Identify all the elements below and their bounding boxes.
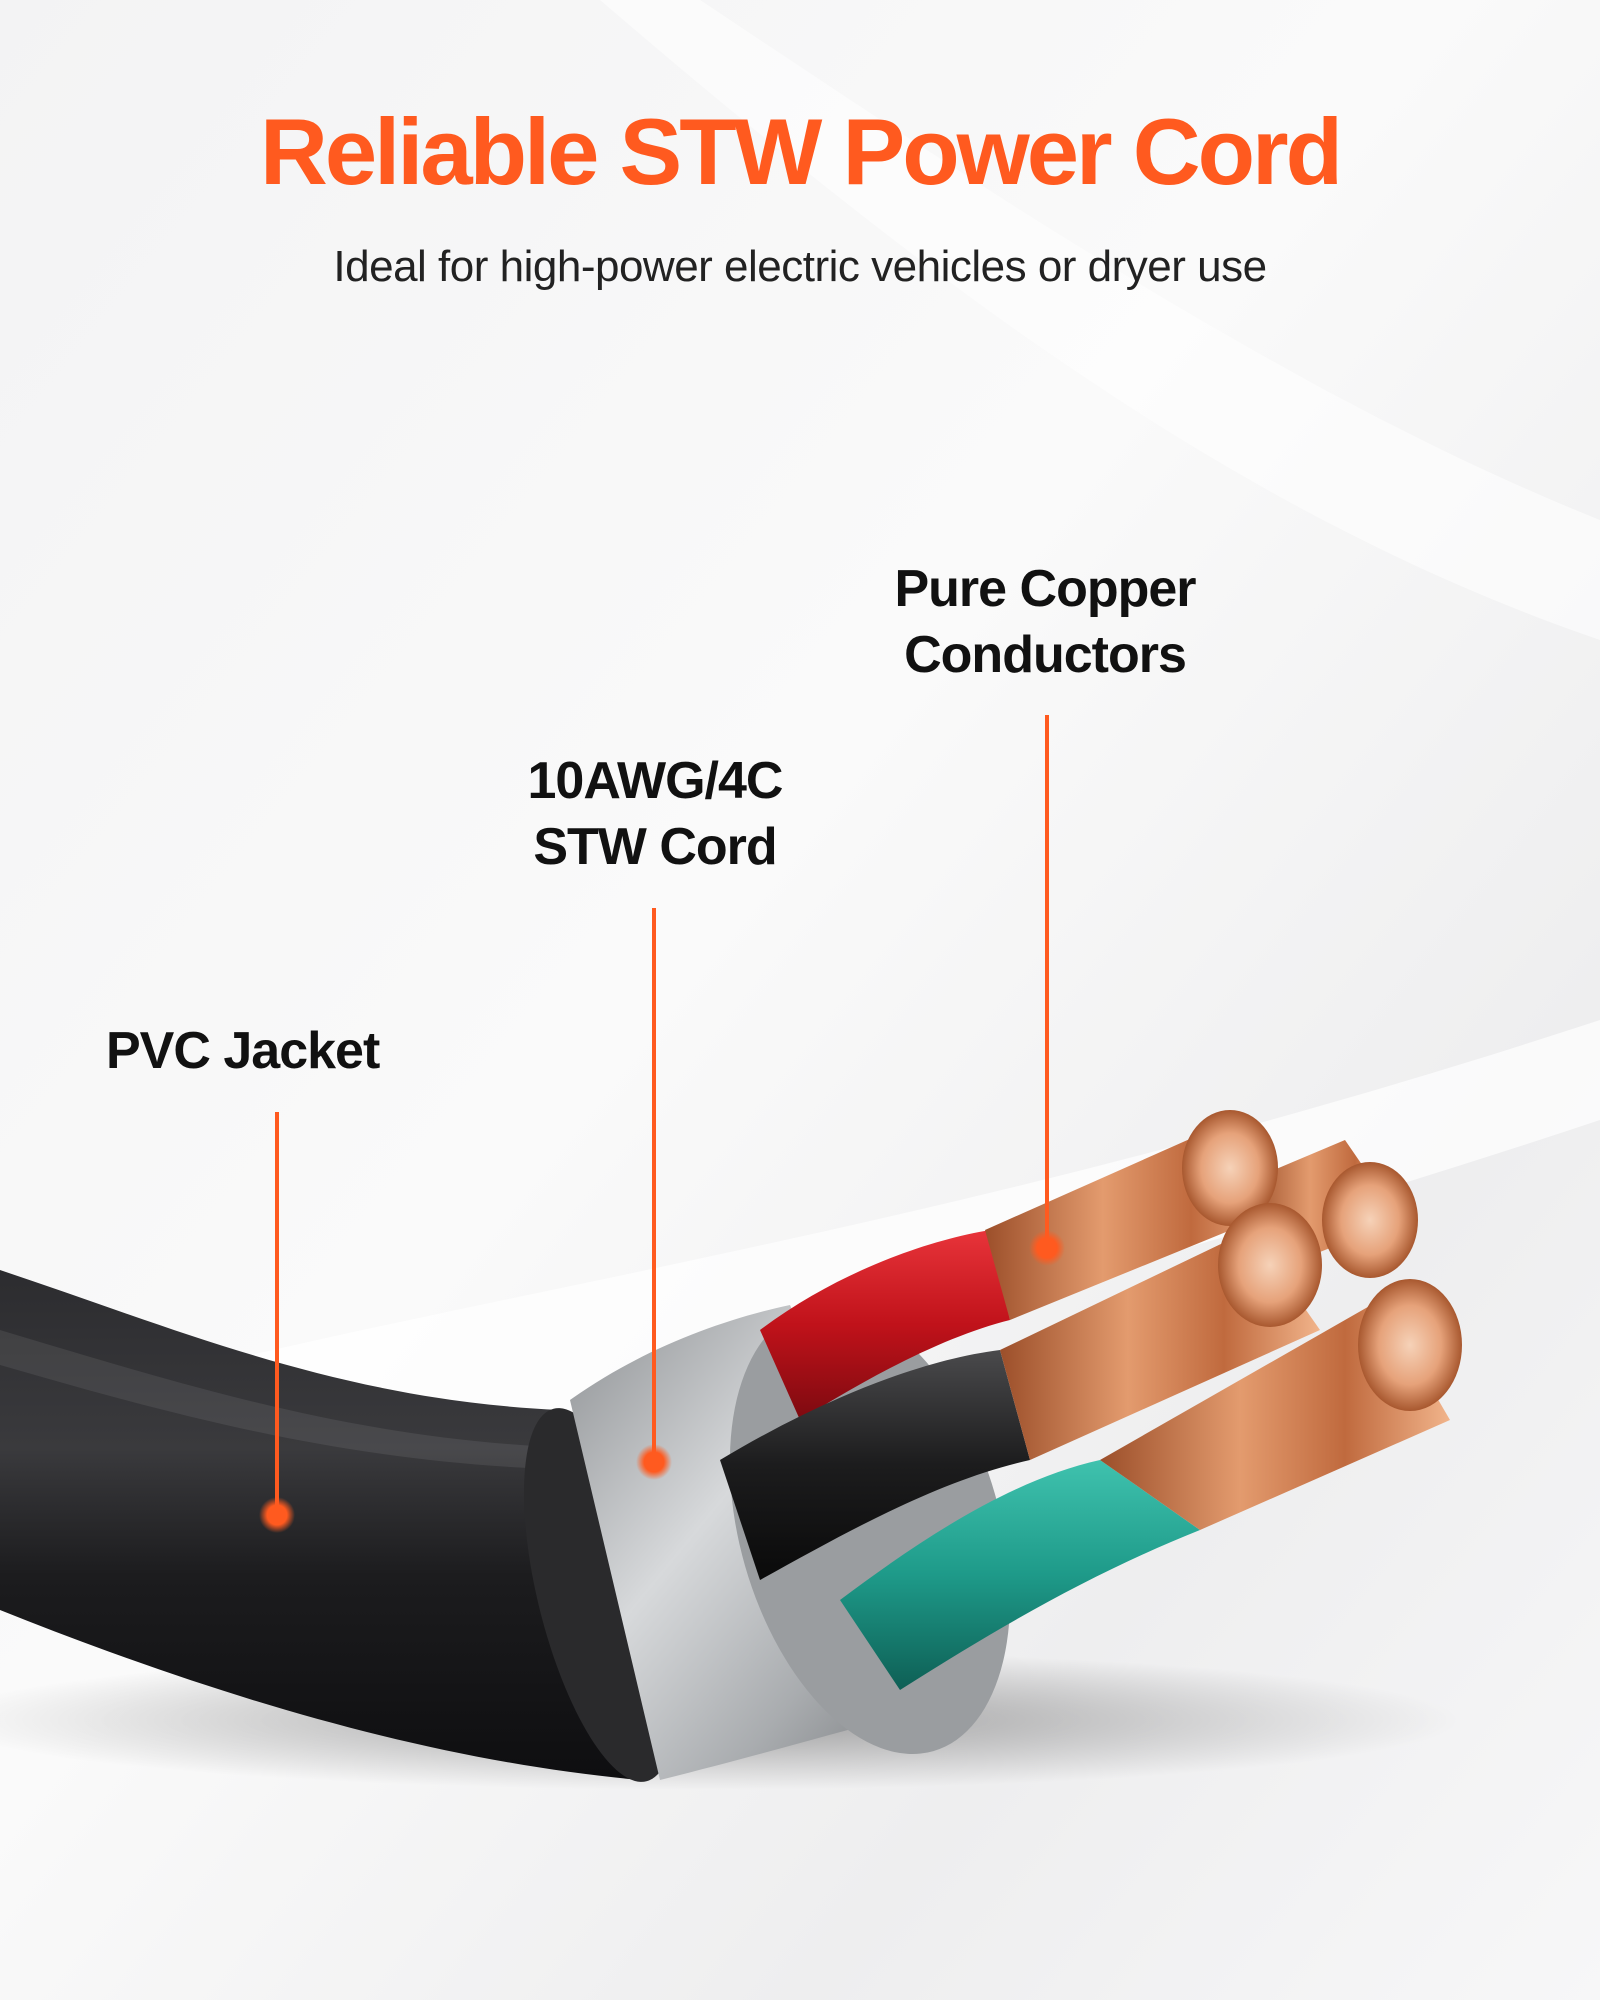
black-conductor-insulation — [720, 1350, 1030, 1580]
stw-callout-line2: STW Cord — [533, 818, 777, 876]
pvc-callout-dot — [259, 1497, 295, 1533]
copper-callout-line2: Conductors — [904, 626, 1187, 684]
copper-conductor-end — [1182, 1110, 1278, 1226]
page-subtitle: Ideal for high-power electric vehicles o… — [333, 242, 1267, 291]
stw-callout-label: 10AWG/4C STW Cord — [455, 748, 855, 880]
pvc-callout-label: PVC Jacket — [106, 1018, 446, 1084]
background-wave — [600, 0, 1600, 640]
page-title: Reliable STW Power Cord — [259, 99, 1343, 204]
pvc-jacket-end — [523, 1408, 677, 1782]
red-conductor-insulation — [760, 1230, 1010, 1420]
copper-callout-line1: Pure Copper — [894, 560, 1196, 618]
copper-conductor-end — [1322, 1162, 1418, 1278]
copper-callout-dot — [1029, 1230, 1065, 1266]
green-conductor-insulation — [840, 1460, 1200, 1690]
pvc-jacket-highlight — [0, 1330, 580, 1470]
stw-callout-line1: 10AWG/4C — [527, 752, 784, 810]
pvc-callout-line1: PVC Jacket — [106, 1022, 380, 1080]
stw-callout-dot — [636, 1444, 672, 1480]
copper-callout-label: Pure Copper Conductors — [845, 556, 1245, 688]
copper-conductor-end — [1358, 1279, 1462, 1411]
copper-conductor-end — [1218, 1203, 1322, 1327]
pvc-jacket — [0, 1270, 640, 1780]
